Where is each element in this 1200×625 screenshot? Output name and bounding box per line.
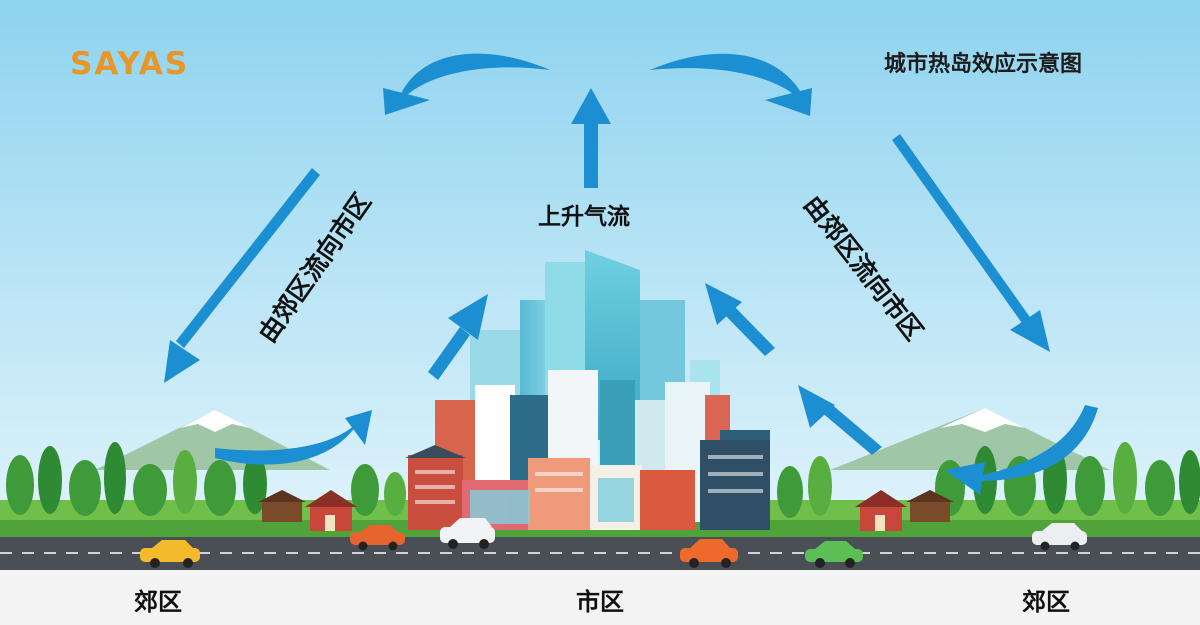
zone-label-right: 郊区 [1022, 588, 1070, 616]
trees-left [6, 442, 406, 516]
house-right [855, 490, 907, 531]
brand-logo: SAYAS [70, 46, 190, 82]
barn-left [258, 490, 306, 522]
car-yellow-left [140, 540, 200, 568]
car-white-center [440, 518, 495, 549]
diagram-title: 城市热岛效应示意图 [884, 52, 1083, 77]
airflow-arrows [164, 53, 1098, 495]
barn-right [906, 490, 954, 522]
zone-label-center: 市区 [576, 588, 624, 616]
house-left [305, 490, 357, 531]
updraft-label: 上升气流 [538, 204, 630, 230]
zone-label-left: 郊区 [134, 588, 182, 616]
car-orange-left [350, 525, 405, 551]
car-green-right [805, 541, 863, 568]
city-skyline [405, 250, 770, 530]
curve-bottom-left-arrow [215, 410, 372, 465]
car-orange-center [680, 539, 738, 568]
left-descending-arrow [164, 168, 320, 383]
left-rising-arrow [428, 294, 488, 380]
right-rising-arrow-lower [798, 385, 882, 455]
curve-top-right-arrow [650, 53, 812, 116]
zone-label-bar [0, 570, 1200, 625]
curve-top-left-arrow [383, 53, 550, 115]
right-descending-arrow [892, 134, 1050, 352]
right-rising-arrow-upper [705, 283, 775, 356]
updraft-top-arrow [571, 88, 611, 188]
car-white-right [1032, 523, 1087, 551]
curve-bottom-right-arrow [945, 405, 1098, 495]
